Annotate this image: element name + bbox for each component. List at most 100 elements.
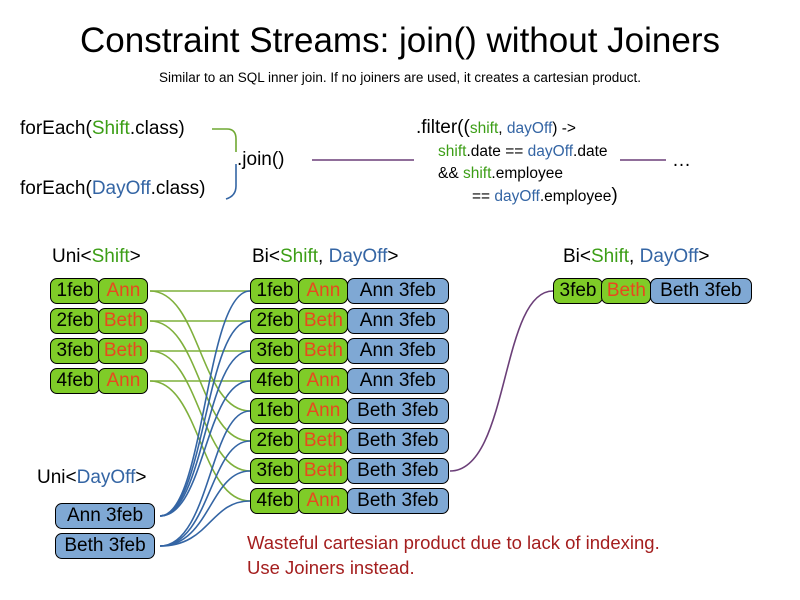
fact-date: 2feb — [50, 308, 100, 334]
header-uni-dayoff-prefix: Uni< — [37, 467, 77, 488]
code-join-label: .join() — [237, 149, 285, 170]
code-foreach-shift-suffix: .class) — [129, 118, 185, 139]
header-bi-right: Bi<Shift, DayOff> — [563, 245, 709, 268]
code-filter-line2-a: .date == — [466, 143, 528, 160]
code-filter-block: .filter((shift, dayOff) -> shift.date ==… — [416, 116, 618, 208]
fact-employee: Beth — [298, 428, 349, 454]
header-bi-middle-type2: DayOff — [328, 246, 388, 267]
fact-employee: Beth — [98, 338, 149, 364]
code-foreach-shift-type: Shift — [91, 118, 130, 139]
header-bi-middle-comma: , — [318, 246, 329, 267]
fact-dayoff: Beth 3feb — [346, 488, 449, 514]
fact-date: 4feb — [250, 368, 300, 394]
page-title: Constraint Streams: join() without Joine… — [80, 21, 720, 60]
fact-date: 1feb — [250, 278, 300, 304]
fact-date: 2feb — [250, 428, 300, 454]
header-bi-right-comma: , — [629, 246, 640, 267]
header-uni-dayoff: Uni<DayOff> — [37, 466, 147, 489]
uni-dayoff-row[interactable]: Beth 3feb — [55, 533, 155, 559]
fact-employee: Ann — [298, 278, 349, 304]
fact-employee: Beth — [298, 308, 349, 334]
header-uni-shift: Uni<Shift> — [52, 245, 141, 268]
code-filter-line1-shift: shift — [469, 120, 499, 137]
wire-group-shift — [149, 290, 251, 502]
code-filter-line3-a: && — [438, 165, 463, 182]
warning-line-1: Wasteful cartesian product due to lack o… — [247, 532, 660, 553]
wire-group-dayoff — [159, 290, 251, 547]
fact-dayoff: Beth 3feb — [649, 278, 752, 304]
warning-message: Wasteful cartesian product due to lack o… — [247, 530, 660, 580]
fact-date: 3feb — [250, 458, 300, 484]
code-filter-line4-dayoff: dayOff — [494, 188, 540, 205]
fact-dayoff: Beth 3feb — [55, 533, 155, 559]
fact-date: 4feb — [50, 368, 100, 394]
fact-dayoff: Ann 3feb — [346, 278, 449, 304]
header-uni-dayoff-type: DayOff — [76, 467, 136, 488]
code-foreach-dayoff-suffix: .class) — [150, 178, 206, 199]
uni-dayoff-row[interactable]: Ann 3feb — [55, 503, 155, 529]
code-filter-line1-suffix: ) -> — [552, 120, 576, 137]
code-filter-line1-prefix: .filter(( — [416, 117, 470, 138]
fact-date: 1feb — [50, 278, 100, 304]
fact-dayoff: Beth 3feb — [346, 398, 449, 424]
code-filter-line2-dayoff: dayOff — [527, 143, 574, 160]
code-foreach-dayoff-prefix: forEach( — [20, 178, 92, 199]
code-filter-line3: && shift.employee — [416, 163, 618, 185]
header-bi-right-type1: Shift — [591, 246, 630, 267]
fact-employee: Ann — [298, 488, 349, 514]
fact-employee: Beth — [298, 458, 349, 484]
fact-employee: Beth — [601, 278, 652, 304]
code-foreach-dayoff-type: DayOff — [91, 178, 151, 199]
header-uni-shift-suffix: > — [129, 246, 141, 267]
code-filter-line2-shift: shift — [438, 143, 467, 160]
code-filter-line4-close: ) — [611, 185, 618, 206]
fact-employee: Ann — [298, 368, 349, 394]
fact-dayoff: Beth 3feb — [346, 428, 449, 454]
wire-join-dayoff — [225, 164, 237, 200]
fact-employee: Ann — [298, 398, 349, 424]
header-bi-middle-suffix: > — [387, 246, 399, 267]
wire-filter-result — [449, 290, 554, 472]
fact-dayoff: Ann 3feb — [346, 368, 449, 394]
header-bi-middle: Bi<Shift, DayOff> — [252, 245, 398, 268]
code-filter-line4-a: == — [472, 188, 495, 205]
code-foreach-shift-prefix: forEach( — [20, 118, 92, 139]
header-bi-middle-prefix: Bi< — [252, 246, 280, 267]
fact-employee: Beth — [98, 308, 149, 334]
header-uni-shift-type: Shift — [91, 246, 130, 267]
header-bi-right-prefix: Bi< — [563, 246, 591, 267]
page-subtitle: Similar to an SQL inner join. If no join… — [159, 70, 641, 85]
header-bi-right-suffix: > — [698, 246, 710, 267]
code-filter-line1: .filter((shift, dayOff) -> — [416, 116, 618, 141]
code-filter-line4: == dayOff.employee) — [416, 185, 618, 208]
fact-employee: Ann — [98, 278, 149, 304]
fact-employee: Beth — [298, 338, 349, 364]
wire-join-shift — [212, 128, 237, 152]
fact-dayoff: Ann 3feb — [55, 503, 155, 529]
header-bi-right-type2: DayOff — [639, 246, 699, 267]
fact-date: 3feb — [553, 278, 603, 304]
code-filter-line3-shift: shift — [462, 165, 492, 182]
fact-date: 1feb — [250, 398, 300, 424]
header-bi-middle-type1: Shift — [280, 246, 319, 267]
code-foreach-shift: forEach(Shift.class) — [20, 117, 185, 141]
code-filter-line2: shift.date == dayOff.date — [416, 141, 618, 163]
code-foreach-dayoff: forEach(DayOff.class) — [20, 177, 206, 201]
fact-employee: Ann — [98, 368, 149, 394]
fact-dayoff: Ann 3feb — [346, 338, 449, 364]
code-filter-line1-dayoff: dayOff — [506, 120, 553, 137]
